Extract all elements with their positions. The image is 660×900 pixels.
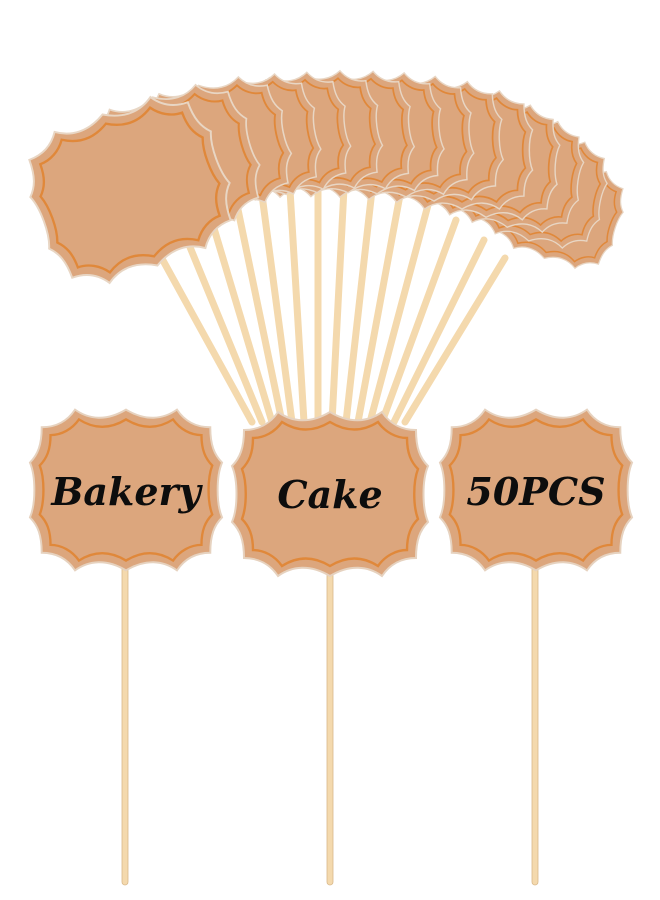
fan-sticks xyxy=(156,184,509,426)
fan-stick xyxy=(401,254,509,426)
fan-stick xyxy=(366,201,432,426)
tag-label: 50PCS xyxy=(466,469,605,514)
front-pick-bakery: Bakery xyxy=(28,408,224,886)
fan-stick xyxy=(342,186,376,426)
fan-stick xyxy=(390,236,488,426)
fan-stick xyxy=(232,196,286,426)
fan-stack xyxy=(11,66,635,426)
front-pick-50pcs: 50PCS xyxy=(438,408,634,886)
fan-stick xyxy=(258,191,296,426)
fan-stick xyxy=(378,216,460,426)
fan-stick xyxy=(286,186,308,426)
fan-stick xyxy=(156,251,256,426)
fan-stick xyxy=(181,231,266,426)
tag-label: Cake xyxy=(277,472,382,517)
fan-stick xyxy=(206,211,276,426)
pick-stick xyxy=(326,564,334,886)
front-pick-cake: Cake xyxy=(231,411,429,886)
fan-tags xyxy=(11,66,635,300)
fan-stick xyxy=(328,184,348,426)
pick-stick xyxy=(121,559,129,886)
tag-label: Bakery xyxy=(50,469,203,514)
fan-stick xyxy=(354,191,404,426)
pick-stick xyxy=(531,559,539,886)
